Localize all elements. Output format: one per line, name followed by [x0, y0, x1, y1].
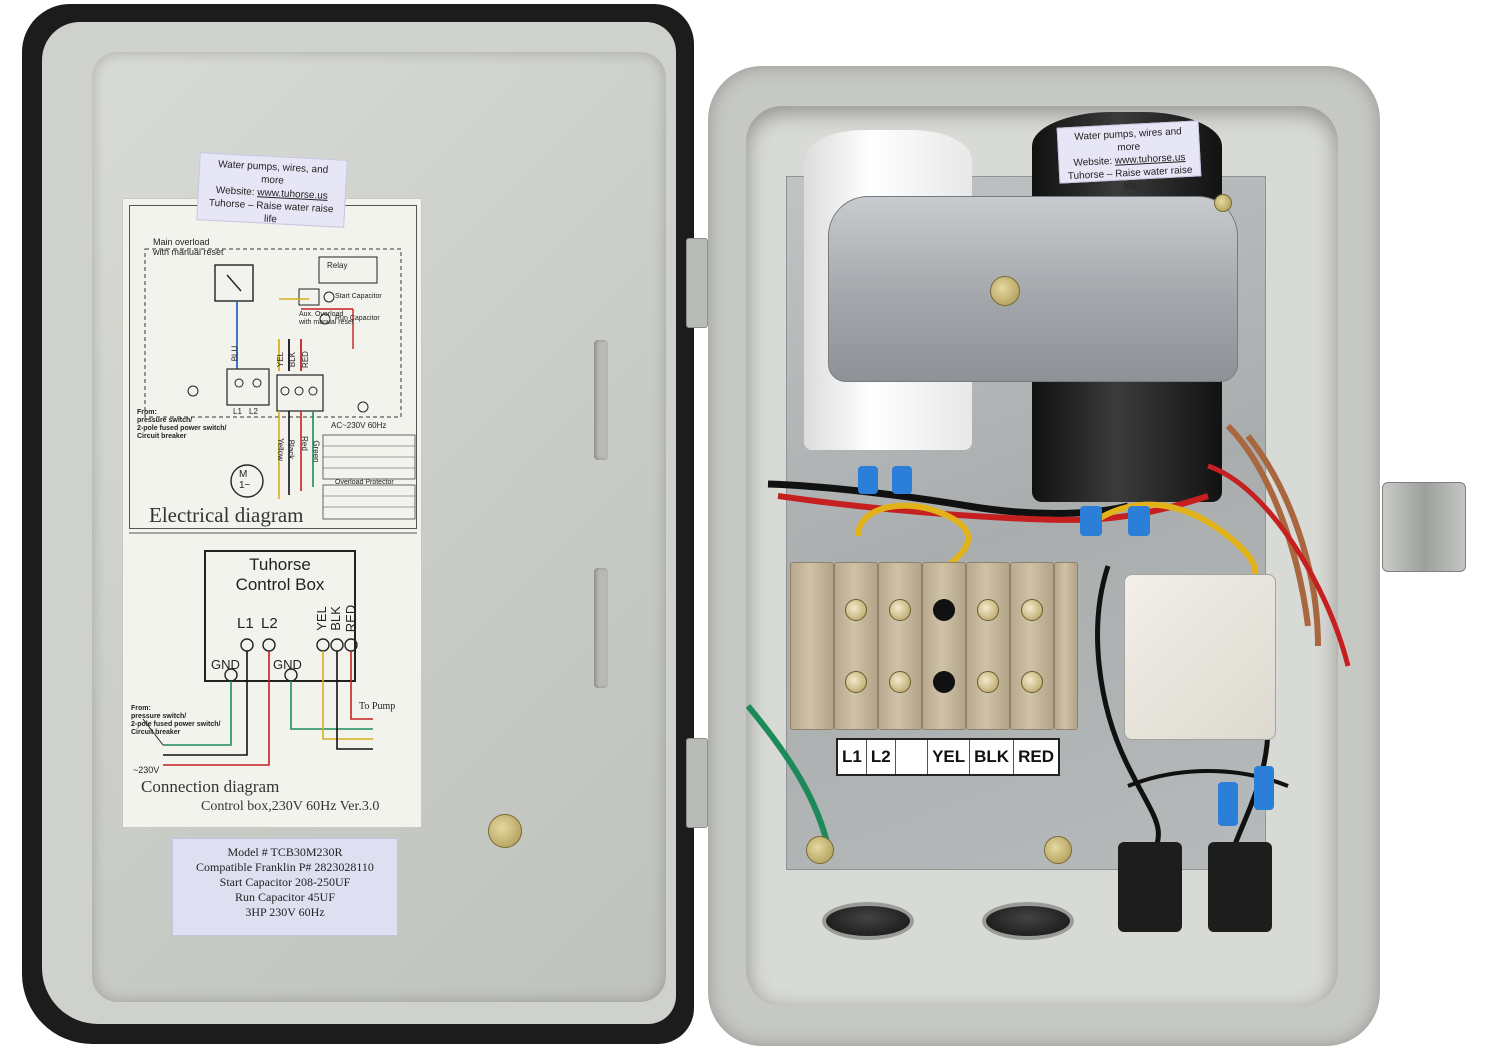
lid-ground-screw — [488, 814, 522, 848]
model-label-line1: Model # TCB30M230R — [227, 845, 343, 859]
panel-ground-screw — [806, 836, 834, 864]
lid-rib-upper — [594, 340, 608, 460]
model-label: Model # TCB30M230R Compatible Franklin P… — [172, 838, 398, 936]
control-box-title-line1: Tuhorse — [249, 555, 311, 574]
terminal-blank-hole-top — [933, 599, 955, 621]
terminal-label-yel: YEL — [928, 740, 971, 774]
control-box-title: Tuhorse Control Box — [203, 555, 357, 595]
conduit-knockout-left — [822, 902, 914, 940]
conn-l1-text: L1 — [237, 615, 254, 632]
relay-text: Relay — [327, 261, 348, 270]
run-capacitor-text: Run Capacitor — [335, 315, 380, 322]
conn-l2-text: L2 — [261, 615, 278, 632]
to-pump-text: To Pump — [359, 701, 396, 712]
connection-from-text: From: pressure switch/ 2-pole fused powe… — [131, 705, 221, 736]
terminal-end-cap — [790, 562, 834, 730]
capacitor-bracket — [828, 196, 1238, 382]
terminal-label-blank — [896, 740, 929, 774]
terminal-label-blk: BLK — [970, 740, 1015, 774]
wire-black-text: Black — [286, 439, 296, 460]
model-label-line4: Run Capacitor 45UF — [235, 890, 335, 904]
connection-diagram-title: Connection diagram — [141, 777, 280, 796]
terminal-label-red: RED — [1018, 747, 1054, 766]
conduit-knockout-center — [982, 902, 1074, 940]
bracket-screw — [990, 276, 1020, 306]
start-capacitor-text: Start Capacitor — [335, 293, 382, 300]
terminal-red[interactable] — [1054, 562, 1078, 730]
terminal-blank-hole-bottom — [933, 671, 955, 693]
conn-gnd-left-text: GND — [211, 657, 240, 672]
model-label-line5: 3HP 230V 60Hz — [245, 905, 325, 919]
quick-connector-left — [1118, 842, 1182, 932]
terminal-l2-text: L2 — [249, 407, 258, 416]
panel-mount-screw — [1044, 836, 1072, 864]
quick-connector-right — [1208, 842, 1272, 932]
lid-latch[interactable] — [1382, 482, 1466, 572]
electrical-diagram-title: Electrical diagram — [149, 503, 304, 527]
terminal-l1[interactable] — [834, 562, 878, 730]
lid-rib-lower — [594, 568, 608, 688]
aux-overload-text: Aux. Overload with manual reset — [299, 311, 354, 326]
enclosure-box: Water pumps, wires and more Website: www… — [708, 66, 1380, 1046]
panel-top-screw — [1214, 194, 1232, 212]
conn-red-text: RED — [343, 604, 359, 633]
wire-yellow-text: Yellow — [275, 438, 285, 461]
sticker-lid-website-prefix: Website: — [215, 185, 258, 199]
terminal-blk[interactable] — [1010, 562, 1054, 730]
terminal-label-l2: L2 — [867, 740, 896, 774]
wire-blu-text: BLU — [230, 345, 240, 362]
terminal-block — [790, 562, 1078, 730]
hinge-bottom — [686, 738, 708, 828]
model-label-line3: Start Capacitor 208-250UF — [219, 875, 351, 889]
schematic-from-text: From: pressure switch/ 2-pole fused powe… — [137, 409, 227, 440]
overload-protector-text: Overload Protector — [335, 479, 394, 486]
terminal-l2[interactable] — [878, 562, 922, 730]
hinge-top — [686, 238, 708, 328]
wire-red-text: RED — [300, 351, 310, 368]
terminal-yel-screw-top[interactable] — [977, 599, 999, 621]
motor-symbol: M 1~ — [239, 469, 251, 491]
ac-voltage-text: AC~230V 60Hz — [331, 421, 387, 430]
conn-blk-text: BLK — [327, 606, 343, 631]
terminal-l2-screw-bottom[interactable] — [889, 671, 911, 693]
wiring-diagram-label: Main overload with manual reset Relay St… — [122, 198, 422, 828]
terminal-l1-screw-top[interactable] — [845, 599, 867, 621]
start-relay — [1124, 574, 1276, 740]
terminal-yel-screw-bottom[interactable] — [977, 671, 999, 693]
conn-gnd-right-text: GND — [273, 657, 302, 672]
main-overload-text: Main overload with manual reset — [153, 237, 224, 257]
diagram-lines — [129, 248, 417, 766]
control-box-title-line2: Control Box — [235, 575, 325, 594]
voltage-text: ~230V — [133, 765, 160, 775]
terminal-l2-screw-top[interactable] — [889, 599, 911, 621]
terminal-yel[interactable] — [966, 562, 1010, 730]
terminal-label-l1: L1 — [838, 740, 867, 774]
model-label-line2: Compatible Franklin P# 2823028110 — [196, 860, 374, 874]
internal-wiring — [745, 423, 1351, 868]
terminal-l1-text: L1 — [233, 407, 242, 416]
website-sticker-lid: Water pumps, wires, and more Website: ww… — [196, 152, 348, 228]
terminal-blk-screw-bottom[interactable] — [1021, 671, 1043, 693]
terminal-blk-screw-top[interactable] — [1021, 599, 1043, 621]
wire-red-name-text: Red — [299, 436, 309, 451]
terminal-label-strip: L1 L2 YEL BLK RED — [836, 738, 1060, 776]
conn-yel-text: YEL — [313, 606, 329, 631]
wire-blk-text: BLK — [288, 351, 298, 368]
version-text: Control box,230V 60Hz Ver.3.0 — [201, 799, 380, 814]
terminal-blank — [922, 562, 966, 730]
wire-yel-text: YEL — [276, 351, 286, 368]
wire-green-text: Green — [311, 440, 321, 463]
terminal-l1-screw-bottom[interactable] — [845, 671, 867, 693]
